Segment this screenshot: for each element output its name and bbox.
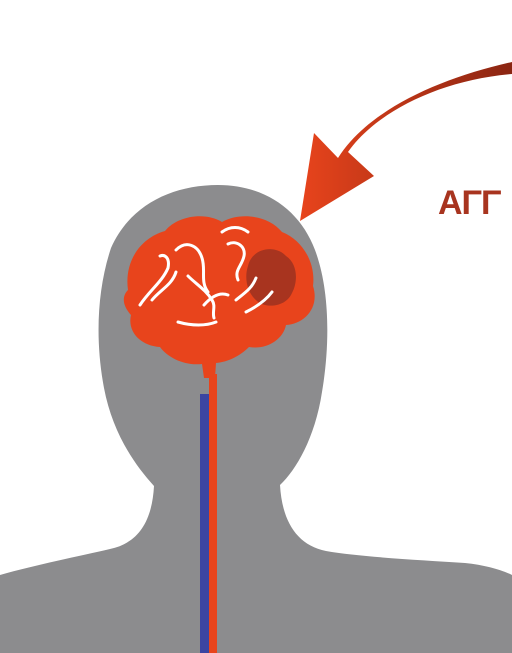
diagram-label: ΑΓΓ (438, 184, 500, 223)
vein (200, 394, 210, 653)
artery (209, 374, 217, 653)
arrow-end-dot (507, 95, 512, 105)
